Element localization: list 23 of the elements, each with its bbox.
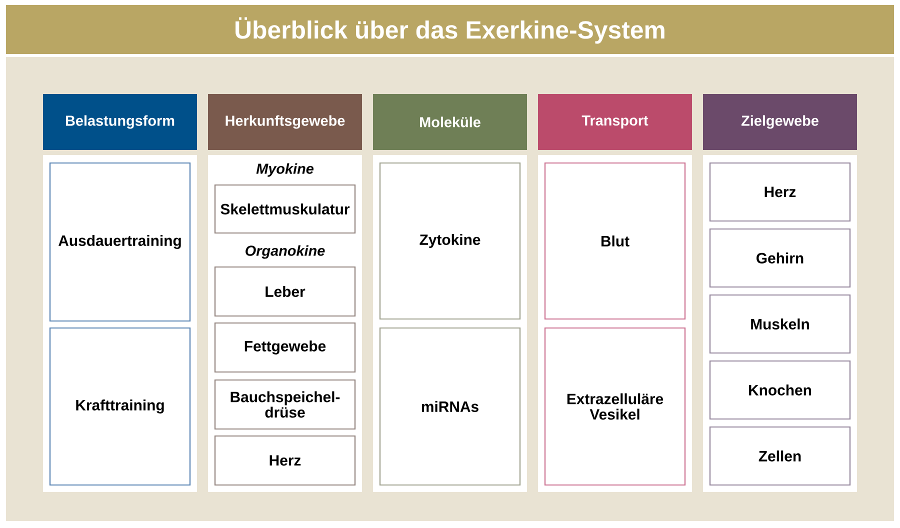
node-label: Moleküle	[420, 116, 480, 128]
node-label: Belastungsform	[66, 115, 174, 129]
text-box: Zellen	[709, 426, 851, 486]
group-heading: Organokine	[246, 245, 325, 259]
node-label: Herkunftsgewebe	[226, 115, 345, 129]
text-box: Krafttraining	[49, 327, 191, 486]
text-box: Ausdauertraining	[49, 162, 191, 322]
text-box: Knochen	[709, 360, 851, 420]
text-box: Herz	[709, 162, 851, 222]
text-box: Skelettmuskulatur	[214, 184, 356, 234]
text-box: Herz	[214, 435, 356, 486]
text-box: Leber	[214, 266, 356, 317]
text-box: Fettgewebe	[214, 322, 356, 373]
text-box: Blut	[544, 162, 686, 320]
text-box: Zytokine	[379, 162, 521, 320]
text-box: Muskeln	[709, 294, 851, 354]
text-box: Gehirn	[709, 228, 851, 288]
node-label: Transport	[582, 116, 648, 128]
text-box: miRNAs	[379, 327, 521, 486]
title-banner: Überblick über das Exerkine-System	[6, 5, 894, 54]
text-box: Bauchspeichel- drüse	[214, 379, 356, 430]
node-label: Zielgewebe	[742, 115, 818, 129]
text-box: Extrazelluläre Vesikel	[544, 327, 686, 486]
